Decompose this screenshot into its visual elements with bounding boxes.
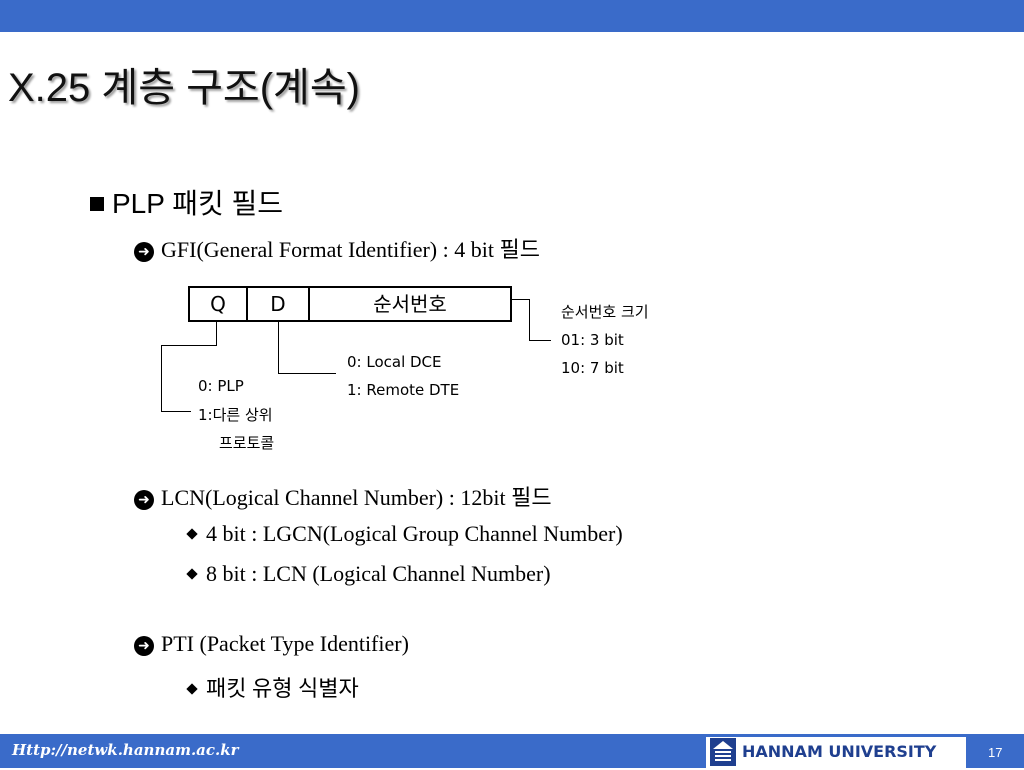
field-sequence-number: 순서번호 <box>308 286 512 322</box>
lcn-heading-text: LCN(Logical Channel Number) : 12bit 필드 <box>161 485 552 510</box>
slide-title: X.25 계층 구조(계속) <box>8 66 360 110</box>
q-connector-line <box>161 345 217 346</box>
list-item-text: 패킷 유형 식별자 <box>206 676 359 701</box>
d-connector-line <box>278 322 279 374</box>
list-item-text: 8 bit : LCN (Logical Channel Number) <box>206 561 551 586</box>
arrow-bullet-icon: ➜ <box>134 490 154 510</box>
seq-note-line: 01: 3 bit <box>561 331 624 349</box>
arrow-bullet-icon: ➜ <box>134 242 154 262</box>
seq-note-line: 10: 7 bit <box>561 359 624 377</box>
list-item: 4 bit : LGCN(Logical Group Channel Numbe… <box>186 521 623 547</box>
d-note-line: 1: Remote DTE <box>347 381 460 399</box>
university-logo-icon <box>710 738 736 766</box>
pti-heading: ➜ PTI (Packet Type Identifier) <box>134 631 409 657</box>
q-note-line: 프로토콜 <box>219 434 275 452</box>
diamond-bullet-icon <box>186 568 198 580</box>
section-heading: PLP 패킷 필드 <box>90 182 283 222</box>
seq-connector-line <box>529 340 551 341</box>
q-connector-line <box>161 345 162 412</box>
gfi-heading: ➜ GFI(General Format Identifier) : 4 bit … <box>134 232 540 264</box>
seq-note-line: 순서번호 크기 <box>561 303 649 321</box>
field-q: Q <box>188 286 248 322</box>
diamond-bullet-icon <box>186 683 198 695</box>
top-bar <box>0 0 1024 32</box>
diamond-bullet-icon <box>186 528 198 540</box>
university-name: HANNAM UNIVERSITY <box>742 742 937 761</box>
seq-connector-line <box>512 299 530 300</box>
q-connector-line <box>161 411 191 412</box>
q-note-line: 0: PLP <box>198 377 244 395</box>
list-item-text: 4 bit : LGCN(Logical Group Channel Numbe… <box>206 521 623 546</box>
q-connector-line <box>216 322 217 346</box>
q-note-line: 1:다른 상위 <box>198 406 273 424</box>
footer-url[interactable]: Http://netwk.hannam.ac.kr <box>12 741 239 759</box>
lcn-heading: ➜ LCN(Logical Channel Number) : 12bit 필드 <box>134 480 552 512</box>
pti-heading-text: PTI (Packet Type Identifier) <box>161 631 409 656</box>
square-bullet-icon <box>90 197 104 211</box>
university-badge <box>706 737 966 768</box>
seq-connector-line <box>529 299 530 341</box>
d-connector-line <box>278 373 336 374</box>
section-heading-text: PLP 패킷 필드 <box>112 188 284 219</box>
field-d: D <box>246 286 310 322</box>
list-item: 8 bit : LCN (Logical Channel Number) <box>186 561 551 587</box>
page-number: 17 <box>988 745 1003 760</box>
list-item: 패킷 유형 식별자 <box>186 671 359 703</box>
arrow-bullet-icon: ➜ <box>134 636 154 656</box>
gfi-heading-text: GFI(General Format Identifier) : 4 bit 필… <box>161 237 540 262</box>
d-note-line: 0: Local DCE <box>347 353 442 371</box>
university-logo-icon <box>710 738 736 766</box>
